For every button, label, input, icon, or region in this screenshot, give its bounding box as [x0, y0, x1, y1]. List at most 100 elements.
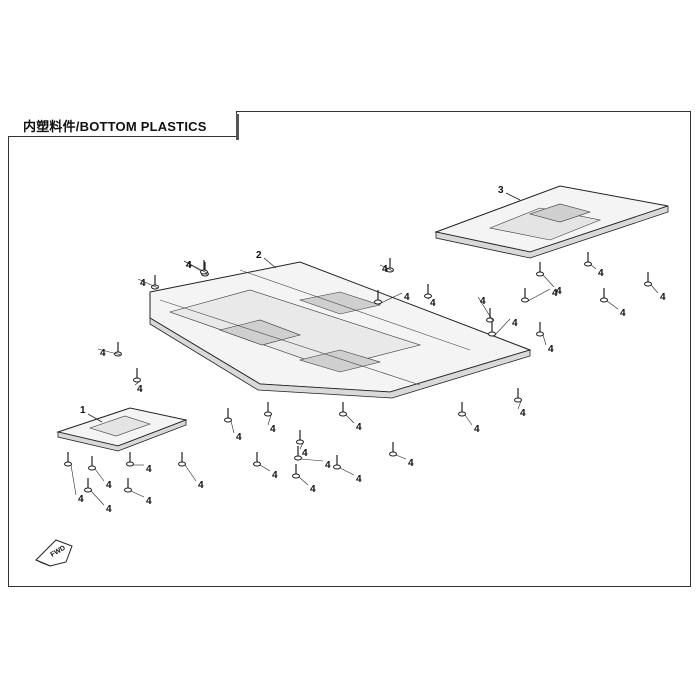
fastener-leader-line — [527, 288, 551, 302]
fastener-leader-line — [90, 490, 105, 506]
fastener-leader-line — [94, 468, 105, 482]
rear-skid-plate — [434, 185, 669, 259]
fastener-number-label: 4 — [236, 432, 242, 443]
fastener-leader-line — [298, 476, 309, 486]
main-skid-plate — [149, 261, 532, 399]
fastener-number-label: 4 — [548, 344, 554, 355]
fastener-number-label: 4 — [325, 460, 331, 471]
fastener-leader-line — [395, 454, 407, 460]
fastener-screw — [263, 401, 273, 417]
fastener-screw — [252, 451, 262, 467]
fastener-screw — [177, 451, 187, 467]
fastener-number-label: 4 — [474, 424, 480, 435]
fastener-number-label: 4 — [146, 464, 152, 475]
fastener-number-label: 4 — [78, 494, 84, 505]
fastener-leader-line — [427, 296, 432, 300]
fastener-leader-line — [183, 260, 208, 274]
fastener-number-label: 4 — [382, 264, 388, 275]
front-skid-plate — [56, 407, 188, 452]
fastener-number-label: 4 — [552, 288, 558, 299]
fastener-screw — [83, 477, 93, 493]
fastener-leader-line — [299, 442, 304, 450]
fastener-screw — [535, 261, 545, 277]
fastener-leader-line — [259, 464, 271, 472]
fastener-leader-line — [494, 318, 511, 336]
fastener-number-label: 4 — [270, 424, 276, 435]
fastener-number-label: 4 — [106, 480, 112, 491]
fastener-leader-line — [137, 278, 159, 289]
fastener-screw — [599, 287, 609, 303]
fastener-number-label: 4 — [302, 448, 308, 459]
fastener-number-label: 4 — [520, 408, 526, 419]
fastener-number-label: 4 — [137, 384, 143, 395]
fastener-leader-line — [70, 464, 77, 496]
fastener-leader-line — [379, 264, 394, 272]
fastener-screw — [643, 271, 653, 287]
fastener-number-label: 4 — [356, 422, 362, 433]
fastener-leader-line — [542, 334, 547, 346]
fastener-leader-line — [542, 274, 555, 288]
fastener-screw — [63, 451, 73, 467]
fastener-leader-line — [267, 414, 272, 426]
fastener-number-label: 4 — [310, 484, 316, 495]
fastener-screw — [87, 455, 97, 471]
fastener-leader-line — [606, 300, 619, 310]
fastener-screw — [132, 367, 142, 383]
fastener-screw — [338, 401, 348, 417]
diagram-title: 内塑料件/BOTTOM PLASTICS — [23, 119, 207, 134]
fastener-leader-line — [130, 490, 145, 498]
fastener-number-label: 4 — [186, 260, 192, 271]
fastener-number-label: 4 — [660, 292, 666, 303]
fastener-number-label: 4 — [480, 296, 486, 307]
fastener-number-label: 4 — [272, 470, 278, 481]
fastener-screw — [125, 451, 135, 467]
fastener-screw — [457, 401, 467, 417]
part-number-3: 3 — [498, 185, 504, 196]
fastener-number-label: 4 — [598, 268, 604, 279]
fastener-screw — [513, 387, 523, 403]
fastener-leader-line — [339, 467, 355, 476]
part-number-1: 1 — [80, 405, 86, 416]
fastener-number-label: 4 — [620, 308, 626, 319]
fastener-leader-line — [134, 380, 141, 386]
fastener-number-label: 4 — [356, 474, 362, 485]
drawing-frame — [8, 111, 691, 587]
fastener-screw — [295, 429, 305, 445]
fastener-number-label: 4 — [140, 278, 146, 289]
fastener-screw — [123, 477, 133, 493]
fastener-screw — [332, 454, 342, 470]
fastener-leader-line — [590, 264, 597, 270]
fastener-screw — [535, 321, 545, 337]
fastener-leader-line — [184, 464, 197, 482]
fastener-number-label: 4 — [106, 504, 112, 515]
title-box — [8, 111, 239, 140]
fastener-number-label: 4 — [512, 318, 518, 329]
fastener-number-label: 4 — [100, 348, 106, 359]
fastener-screw — [388, 441, 398, 457]
fastener-number-label: 4 — [186, 260, 192, 271]
part-number-2: 2 — [256, 250, 262, 261]
fastener-leader-line — [464, 414, 473, 426]
fastener-leader-line — [477, 296, 494, 322]
fastener-leader-line — [345, 414, 355, 424]
fastener-number-label: 4 — [146, 496, 152, 507]
fastener-number-label: 4 — [198, 480, 204, 491]
fastener-leader-line — [230, 420, 235, 434]
fwd-arrow: FWD — [35, 539, 73, 567]
fastener-number-label: 4 — [404, 292, 410, 303]
part-labels: 1 2 3 — [80, 185, 521, 423]
fastener-screw — [113, 341, 123, 357]
fastener-leader-line — [300, 458, 324, 462]
fastener-number-label: 4 — [408, 458, 414, 469]
fastener-number-label: 4 — [430, 298, 436, 309]
fastener-leader-line — [97, 348, 122, 356]
fastener-screw — [487, 321, 497, 337]
fastener-leader-line — [517, 400, 522, 410]
fastener-screw — [423, 283, 433, 299]
fastener-leader-line — [650, 284, 659, 294]
fastener-number-label: 4 — [556, 286, 562, 297]
fastener-leader-line — [380, 292, 403, 304]
fastener-screw — [199, 259, 209, 275]
